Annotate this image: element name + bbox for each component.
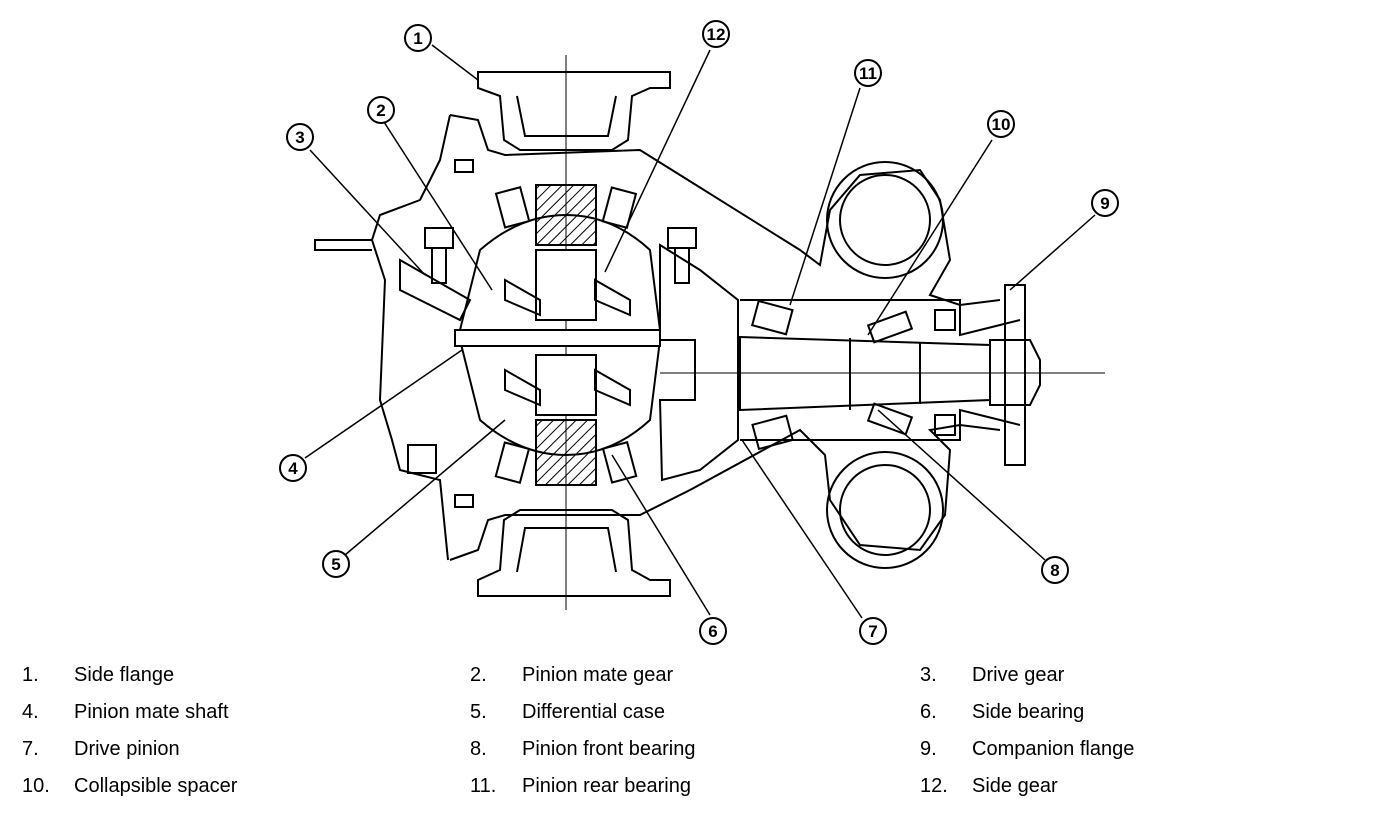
callout-6-label: 6 [708,622,717,641]
legend-number: 6. [920,701,937,723]
legend-number: 8. [470,738,487,760]
callout-4-label: 4 [288,459,298,478]
legend-label: Differential case [522,701,666,723]
legend-label: Companion flange [972,738,1135,760]
callout-1-label: 1 [413,29,422,48]
legend-label: Pinion rear bearing [522,775,691,797]
callout-7-label: 7 [868,622,877,641]
parts-legend: 1. Side flange 2. Pinion mate gear 3. Drive… [0,655,1392,815]
callout-5-label: 5 [331,555,340,574]
legend-label: Drive pinion [74,738,180,760]
legend-label: Side gear [972,775,1058,797]
callout-9-label: 9 [1100,194,1109,213]
callouts: 1 2 3 4 5 6 7 8 9 10 11 12 [279,20,1119,645]
legend-label: Pinion mate shaft [74,701,229,723]
callout-10: 10 [987,110,1015,138]
callout-6: 6 [699,617,727,645]
callout-11-label: 11 [859,64,877,83]
callout-11: 11 [854,59,882,87]
legend-number: 2. [470,664,487,686]
legend-number: 9. [920,738,937,760]
legend-number: 7. [22,738,39,760]
callout-5: 5 [322,550,350,578]
legend-label: Pinion front bearing [522,738,696,760]
legend-label: Collapsible spacer [74,775,238,797]
legend-label: Drive gear [972,664,1065,686]
callout-4: 4 [279,454,307,482]
legend-number: 10. [22,775,50,797]
housing-drawing [314,55,1105,610]
legend-number: 1. [22,664,39,686]
callout-12: 12 [702,20,730,48]
callout-8: 8 [1041,556,1069,584]
legend-number: 4. [22,701,39,723]
legend-number: 3. [920,664,937,686]
callout-9: 9 [1091,189,1119,217]
legend-label: Side flange [74,664,175,686]
callout-1: 1 [404,24,432,52]
legend-number: 5. [470,701,487,723]
legend-number: 11. [470,775,497,797]
callout-12-label: 12 [707,25,726,44]
legend-label: Pinion mate gear [522,664,674,686]
callout-2-label: 2 [376,101,385,120]
legend-label: Side bearing [972,701,1085,723]
callout-8-label: 8 [1050,561,1059,580]
callout-7: 7 [859,617,887,645]
leader-lines [304,44,1096,619]
callout-2: 2 [367,96,395,124]
callout-3-label: 3 [295,128,304,147]
callout-3: 3 [286,123,314,151]
legend-number: 12. [920,775,948,797]
differential-cross-section-diagram: 1 2 3 4 5 6 7 8 9 10 11 12 [279,20,1119,645]
callout-10-label: 10 [992,115,1011,134]
